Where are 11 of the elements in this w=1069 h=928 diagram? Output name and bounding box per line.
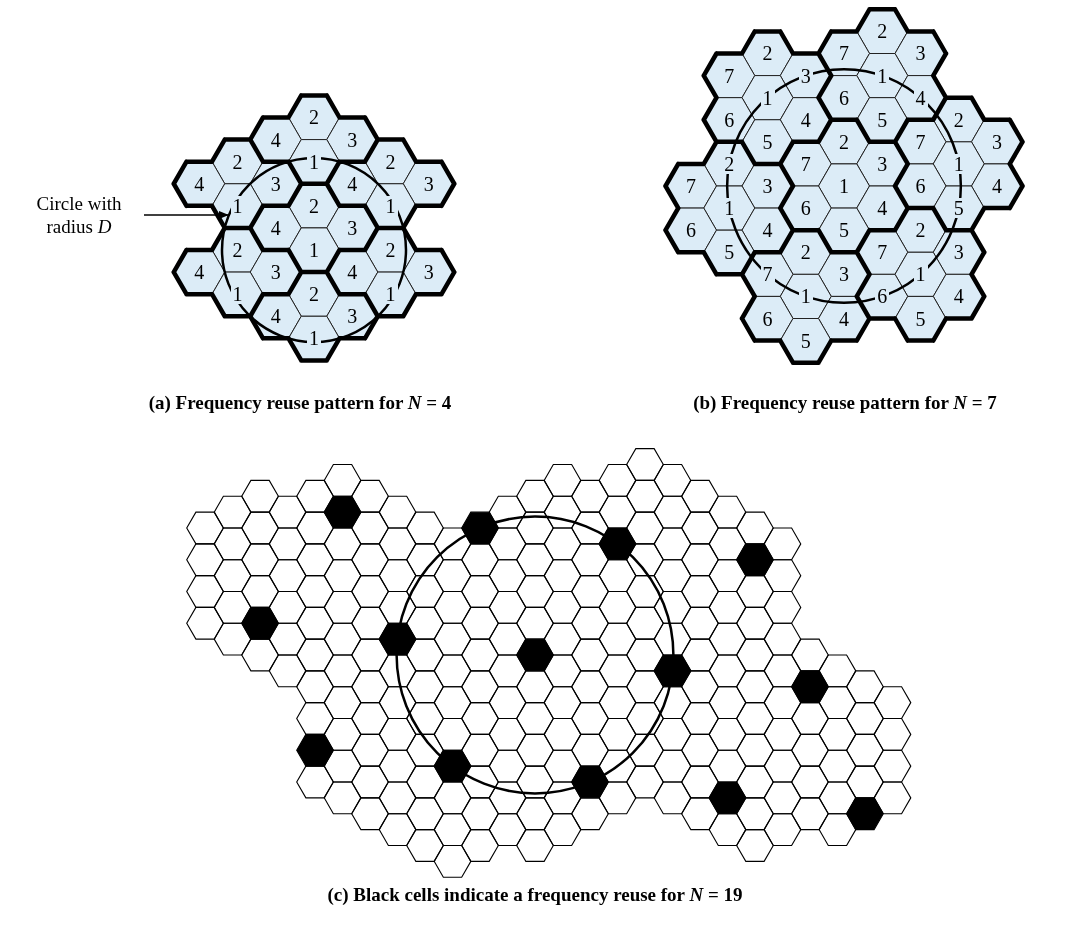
figure-caption: (b) Frequency reuse pattern for N = 7 xyxy=(693,392,997,414)
cell-number: 2 xyxy=(722,153,737,174)
figure-caption: (c) Black cells indicate a frequency reuse for N = 19 xyxy=(327,884,743,906)
figure-caption: (a) Frequency reuse pattern for N = 4 xyxy=(148,392,452,414)
cell-number: 1 xyxy=(307,240,321,260)
cell-number: 1 xyxy=(837,176,851,196)
radius-circle xyxy=(220,156,408,344)
cell-number: 4 xyxy=(990,176,1004,196)
cell-number: 7 xyxy=(684,176,698,196)
leader-line xyxy=(143,211,230,219)
callout-text: Circle with radius D xyxy=(14,192,144,238)
